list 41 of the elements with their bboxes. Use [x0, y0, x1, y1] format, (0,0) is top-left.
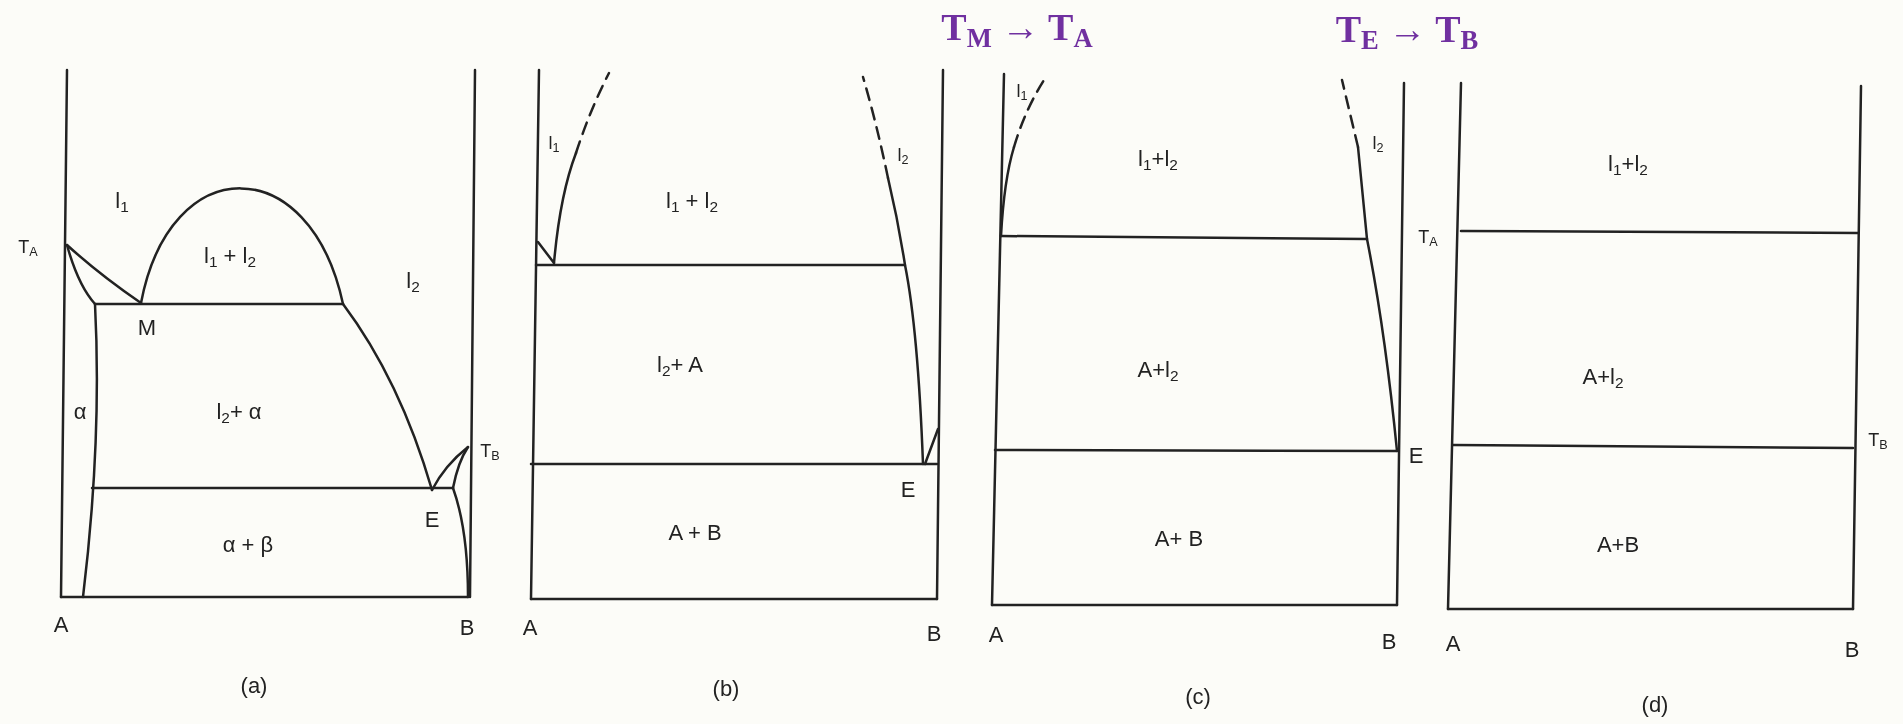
panel-caption: (c): [1185, 686, 1211, 708]
axis-label: B: [1381, 631, 1397, 653]
phase-label: l$_{1}$: [1016, 81, 1028, 103]
phase-label: A+l$_{2}$: [1582, 365, 1624, 391]
axis-label: A: [1445, 633, 1461, 655]
temperature-label: T$_{B}$: [1868, 430, 1888, 452]
point-label: E: [900, 479, 916, 501]
axis-label: B: [926, 623, 942, 645]
temperature-label: T$_{A}$: [18, 237, 38, 259]
phase-label: l$_{2}$: [897, 145, 909, 167]
point-label: M: [137, 317, 157, 339]
phase-label: α + β: [222, 534, 274, 556]
phase-label: A+B: [1596, 534, 1640, 556]
transition-heading: T$_{M}$ → T$_{A}$: [941, 8, 1093, 52]
phase-label: l$_{2}$+ A: [657, 353, 703, 379]
axis-label: B: [459, 617, 475, 639]
panel-caption: (d): [1641, 694, 1669, 716]
phase-label: l$_{1}$ + l$_{2}$: [666, 189, 718, 215]
phase-label: l$_{2}$+ α: [216, 400, 262, 426]
phase-label: l$_{1}$: [115, 189, 129, 215]
panel-caption: (b): [712, 678, 740, 700]
phase-label: l$_{2}$: [406, 269, 420, 295]
axis-label: A: [988, 624, 1004, 646]
phase-label: α: [73, 401, 87, 423]
phase-label: l$_{1}$ + l$_{2}$: [204, 244, 256, 270]
phase-label: l$_{2}$: [1372, 133, 1384, 155]
transition-heading: T$_{E}$ → T$_{B}$: [1335, 10, 1479, 54]
temperature-label: T$_{A}$: [1418, 227, 1438, 249]
phase-label: A+l$_{2}$: [1137, 358, 1179, 384]
point-label: E: [1408, 445, 1424, 467]
axis-label: A: [53, 614, 69, 636]
point-label: E: [424, 509, 440, 531]
phase-label: l$_{1}$+l$_{2}$: [1608, 152, 1648, 178]
temperature-label: T$_{B}$: [480, 441, 500, 463]
phase-label: A+ B: [1154, 528, 1204, 550]
phase-label: A + B: [668, 522, 722, 544]
axis-label: A: [522, 617, 538, 639]
phase-label: l$_{1}$: [548, 133, 560, 155]
axis-label: B: [1844, 639, 1860, 661]
panel-caption: (a): [240, 675, 268, 697]
phase-label: l$_{1}$+l$_{2}$: [1138, 147, 1178, 173]
